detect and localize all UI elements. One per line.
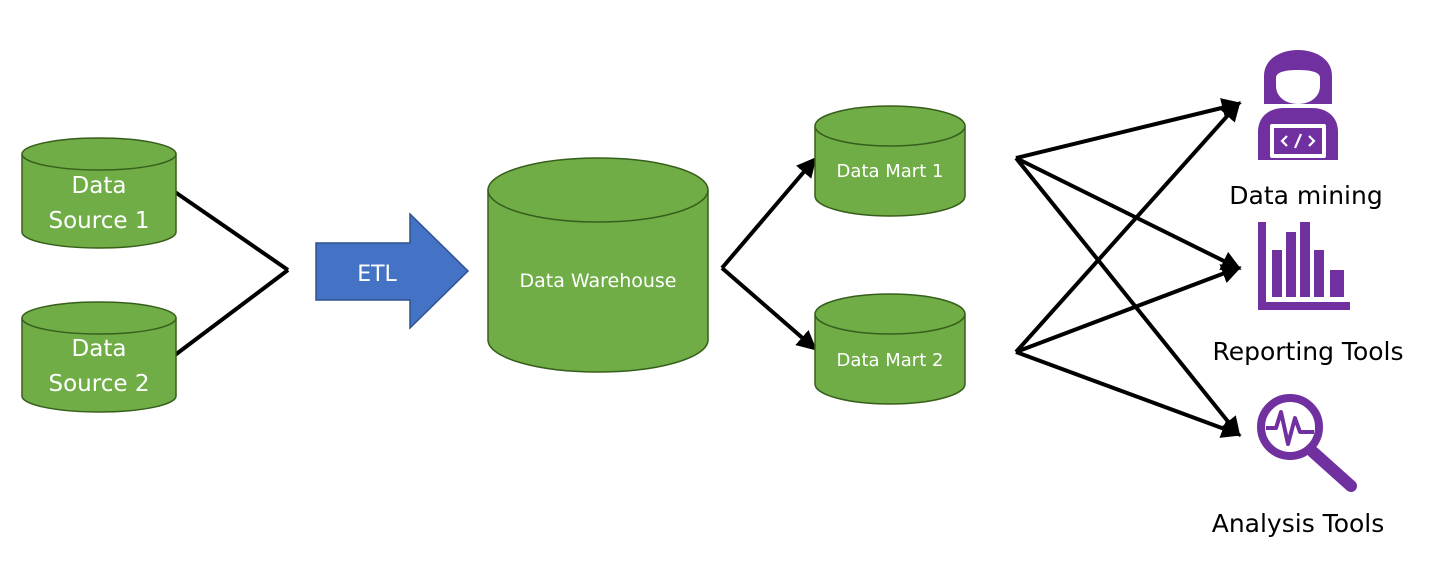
data-source-2-label-line1: Data — [72, 336, 127, 362]
warehouse-to-mart2-arrow — [720, 266, 818, 351]
chart-axis-vertical — [1258, 222, 1266, 310]
source1-connector — [173, 190, 290, 272]
mart2-to-mining-arrow — [1014, 101, 1241, 354]
developer-code-symbol — [1280, 133, 1316, 149]
etl-label: ETL — [357, 262, 397, 287]
bar-chart-icon — [1258, 222, 1350, 310]
chart-bar-2 — [1286, 232, 1296, 297]
data-source-1-top — [21, 137, 177, 171]
data-source-1-body — [21, 154, 177, 249]
chart-axis-horizontal — [1258, 302, 1350, 310]
source2-connector — [173, 268, 290, 357]
etl-arrow-shape — [315, 212, 470, 330]
data-warehouse-label: Data Warehouse — [519, 270, 676, 292]
etl-arrow: ETL — [315, 212, 470, 330]
mart2-to-analysis-arrow — [1015, 350, 1242, 438]
data-warehouse-body — [487, 190, 709, 373]
data-mart-1-top — [814, 105, 966, 147]
data-mining-label: Data mining — [1229, 181, 1382, 210]
source-connectors — [173, 190, 290, 357]
chart-bar-4 — [1314, 250, 1324, 297]
data-warehouse-top — [487, 157, 709, 223]
data-warehouse: Data Warehouse — [487, 157, 709, 373]
data-source-2-top — [21, 301, 177, 335]
data-source-2-body — [21, 318, 177, 413]
mart-tool-connectors — [1014, 98, 1242, 438]
analysis-tools-label: Analysis Tools — [1212, 509, 1385, 538]
developer-laptop-icon — [1258, 50, 1338, 160]
data-mart-2: Data Mart 2 — [814, 293, 966, 405]
chart-bar-5 — [1330, 270, 1344, 297]
mart1-to-mining-arrow — [1015, 98, 1242, 160]
data-mart-1-body — [814, 126, 966, 217]
magnifier-lens — [1257, 394, 1323, 460]
data-mart-1: Data Mart 1 — [814, 105, 966, 217]
data-source-1-label-line1: Data — [72, 173, 127, 199]
reporting-tools-label: Reporting Tools — [1212, 337, 1403, 366]
developer-face — [1276, 70, 1320, 104]
magnifier-handle — [1307, 446, 1357, 492]
warehouse-to-mart1-arrow — [720, 156, 817, 270]
chart-bar-3 — [1300, 222, 1310, 297]
chart-bar-1 — [1272, 250, 1282, 297]
data-mart-1-label: Data Mart 1 — [837, 161, 944, 182]
magnifier-pulse-icon — [1257, 394, 1357, 492]
data-source-1: Data Source 1 — [21, 137, 177, 249]
warehouse-mart-connectors — [720, 156, 818, 351]
mart1-to-analysis-arrow — [1014, 156, 1241, 438]
mart1-to-reporting-arrow — [1015, 156, 1242, 270]
magnifier-pulse-line — [1266, 410, 1314, 446]
data-mart-2-body — [814, 314, 966, 405]
mart2-to-reporting-arrow — [1015, 264, 1242, 354]
data-mart-2-top — [814, 293, 966, 335]
data-source-2-label-line2: Source 2 — [49, 371, 150, 397]
data-source-2: Data Source 2 — [21, 301, 177, 413]
data-source-1-label-line2: Source 1 — [49, 208, 150, 234]
data-mart-2-label: Data Mart 2 — [837, 350, 944, 371]
